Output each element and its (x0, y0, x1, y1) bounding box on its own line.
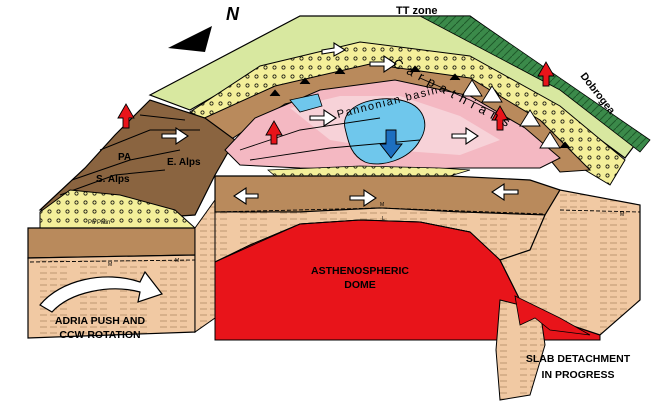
north-label: N (226, 4, 240, 24)
slab-label-1: SLAB DETACHMENT (526, 353, 631, 365)
e-alps-label: E. Alps (167, 157, 201, 168)
north-arrow-icon (168, 26, 212, 52)
lake-balaton (289, 93, 323, 113)
pa-label: PA (118, 152, 131, 163)
great-plain-water (344, 98, 426, 165)
subsidence-arrow (379, 129, 403, 159)
adria-label-1: ADRIA PUSH AND (55, 315, 146, 327)
moho-marker-1: M (108, 262, 112, 268)
alps-ridges (59, 114, 200, 196)
moho-marker-2: M (380, 202, 384, 208)
moho-marker-4: M (175, 258, 179, 264)
slab-label-2: IN PROGRESS (542, 369, 615, 381)
volcano-icons (461, 79, 561, 149)
left-block-crust (27, 227, 196, 259)
displacement-arrows (161, 41, 519, 208)
asthenospheric-label-2: DOME (344, 279, 376, 291)
uplift-arrows (117, 61, 555, 145)
slab-tear (514, 295, 591, 336)
lab-line (214, 219, 471, 263)
adria-label-2: CCW ROTATION (59, 329, 140, 341)
left-block-side (194, 198, 216, 333)
moho-line (29, 207, 641, 263)
s-alps-label: S. Alps (96, 174, 130, 185)
tt-zone-label: TT zone (396, 5, 438, 17)
moho-marker-3: M (620, 212, 624, 218)
dobrogea-strip (419, 15, 651, 153)
po-plain-label: Po Plain (88, 220, 110, 226)
lab-marker: L (382, 216, 385, 222)
adria-rotation-arrow (39, 270, 163, 313)
asthenospheric-label-1: ASTHENOSPHERIC (311, 265, 409, 277)
